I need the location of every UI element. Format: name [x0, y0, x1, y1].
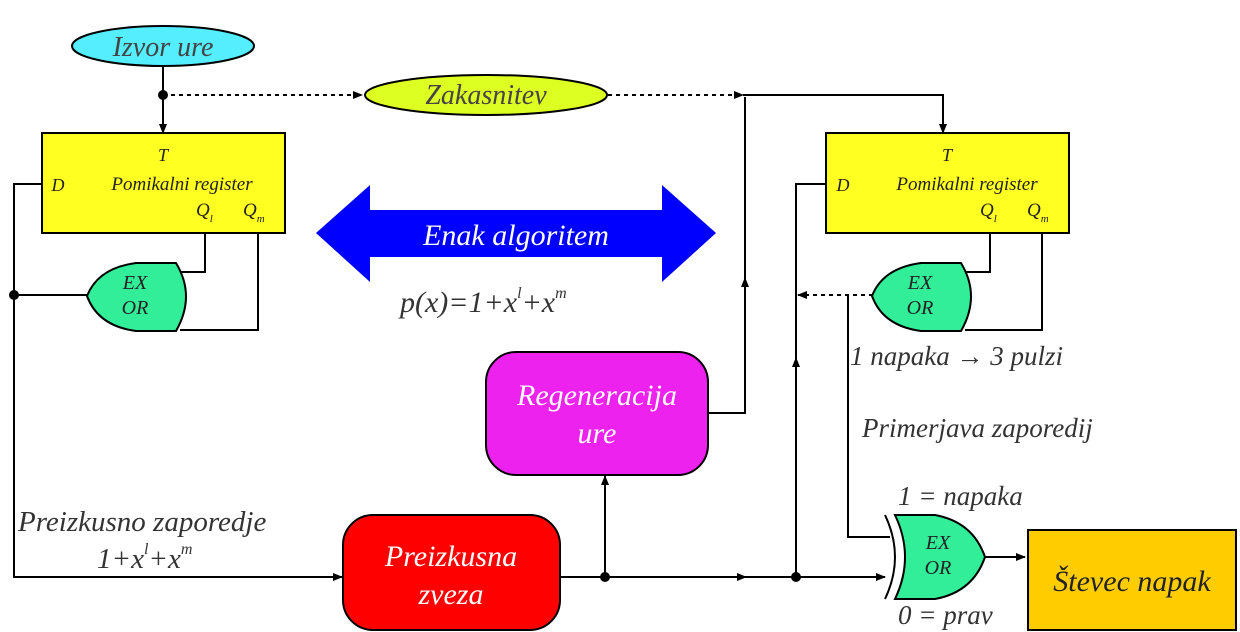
compare-xor-label-top: EX	[925, 532, 951, 554]
error-counter-label: Števec napak	[1053, 565, 1211, 598]
right-register-title: Pomikalni register	[895, 174, 1038, 195]
right-xor-label-top: EX	[907, 272, 933, 294]
left-register-d: D	[51, 175, 65, 195]
wire-left-d-and-test	[13, 183, 343, 581]
same-algorithm-arrow	[316, 185, 716, 282]
right-register-ql: Ql	[980, 200, 997, 225]
wire-to-right-d	[795, 183, 826, 577]
one-error-annotation: 1 napaka → 3 pulzi	[850, 341, 1063, 371]
right-register-d: D	[836, 175, 850, 195]
clock-source-node	[71, 25, 255, 67]
left-xor-label-top: EX	[122, 272, 148, 294]
delay-label: Zakasnitev	[425, 80, 547, 111]
right-xor-gate	[870, 262, 972, 332]
left-register-title: Pomikalni register	[110, 174, 253, 195]
compare-xor-label-bottom: OR	[925, 557, 952, 579]
left-register-t: T	[158, 145, 170, 165]
wire-left-qm	[180, 217, 259, 331]
compare-xor-gate	[884, 514, 987, 600]
wire-bus-to-right-register	[743, 94, 947, 134]
left-xor-label-bottom: OR	[122, 297, 149, 319]
compare-annotation: Primerjava zaporedij	[861, 413, 1093, 443]
right-register-t: T	[942, 145, 954, 165]
test-sequence-polynomial: 1+xl+xm	[97, 541, 192, 575]
wire-right-qm	[965, 217, 1043, 331]
left-register-qm: Qm	[243, 200, 265, 225]
wire-right-ql	[963, 217, 991, 273]
test-sequence-label: Preizkusno zaporedje	[17, 506, 266, 538]
same-algorithm-polynomial: p(x)=1+xl+xm	[398, 285, 567, 319]
error-one-annotation: 1 = napaka	[898, 481, 1023, 511]
error-counter-node	[1027, 529, 1237, 631]
test-link-label-1: Preizkusna	[384, 540, 517, 573]
correct-zero-annotation: 0 = prav	[898, 600, 993, 630]
same-algorithm-label: Enak algoritem	[422, 219, 609, 252]
clock-source-label: Izvor ure	[112, 32, 214, 63]
clock-regen-label-1: Regeneracija	[516, 379, 677, 412]
left-xor-gate	[85, 262, 187, 332]
left-register-ql: Ql	[196, 200, 213, 225]
right-register-qm: Qm	[1027, 200, 1049, 225]
right-shift-register	[825, 132, 1070, 234]
wire-regen-to-bus	[708, 97, 746, 414]
test-link-node	[342, 514, 561, 631]
left-shift-register	[41, 132, 286, 234]
clock-regen-node	[485, 351, 709, 476]
clock-regen-label-2: ure	[578, 417, 617, 450]
right-xor-label-bottom: OR	[907, 297, 934, 319]
delay-node	[364, 74, 608, 116]
wire-left-ql	[178, 217, 206, 273]
test-link-label-2: zveza	[418, 578, 484, 611]
wire-right-to-compare	[847, 295, 890, 538]
